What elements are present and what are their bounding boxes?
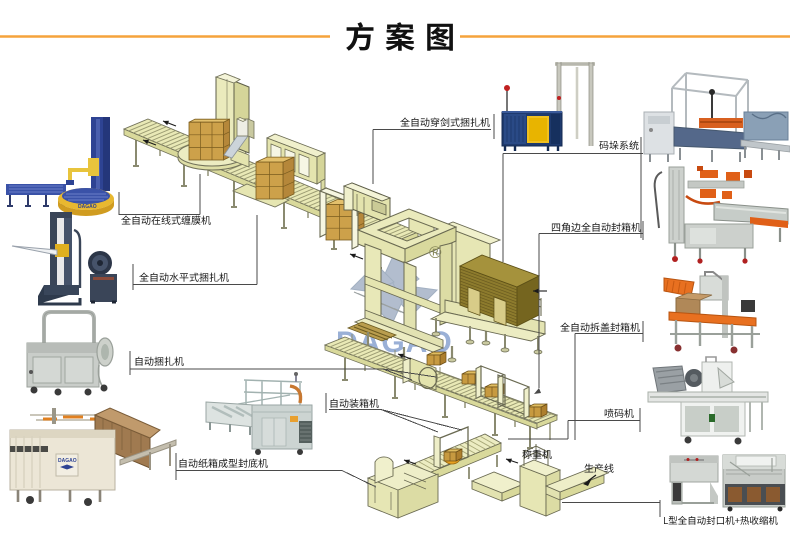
- svg-text:DAGAO: DAGAO: [58, 458, 77, 464]
- svg-text:®: ®: [429, 243, 442, 262]
- svg-text:DAGAO: DAGAO: [78, 204, 97, 210]
